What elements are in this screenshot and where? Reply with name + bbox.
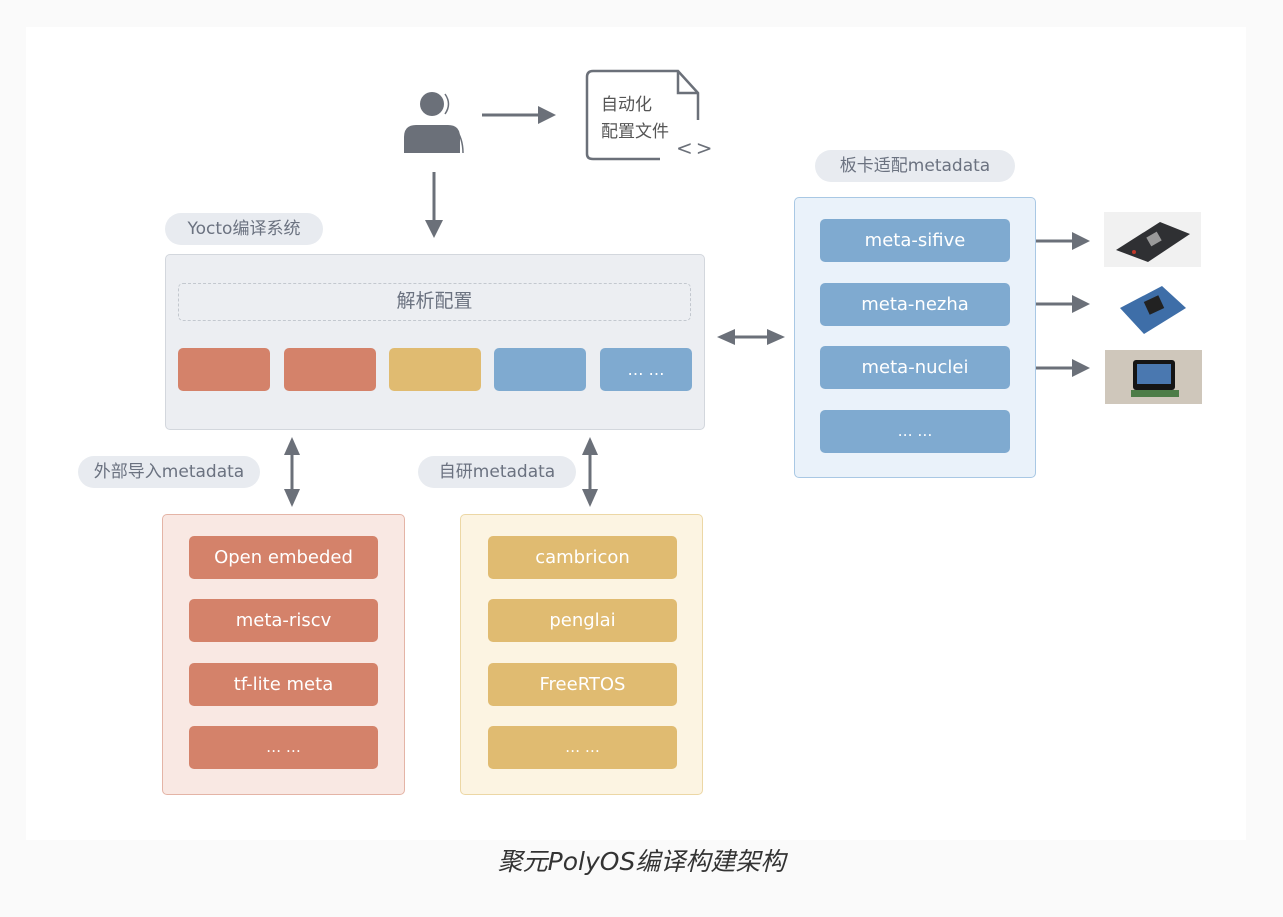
external-item-more: … …	[189, 726, 378, 769]
yocto-layer-tile	[178, 348, 270, 391]
yocto-layer-tile	[389, 348, 481, 391]
self-item: cambricon	[488, 536, 677, 579]
self-metadata-label: 自研metadata	[418, 456, 576, 488]
arrow-yocto-self-bidirectional	[582, 437, 598, 507]
self-item: penglai	[488, 599, 677, 642]
yocto-label: Yocto编译系统	[165, 213, 323, 245]
self-item-more: … …	[488, 726, 677, 769]
arrow-yocto-boards-bidirectional	[717, 329, 785, 345]
config-file-label-line2: 配置文件	[601, 122, 669, 142]
parse-config-box: 解析配置	[178, 283, 691, 321]
board-metadata-label: 板卡适配metadata	[815, 150, 1015, 182]
config-file-icon	[585, 69, 700, 161]
sifive-board-photo	[1104, 212, 1201, 267]
diagram-caption: 聚元PolyOS编译构建架构	[497, 847, 786, 876]
board-item: meta-nuclei	[820, 346, 1010, 389]
external-item: meta-riscv	[189, 599, 378, 642]
yocto-layer-tile	[494, 348, 586, 391]
code-brackets-icon: <>	[676, 136, 716, 160]
arrowhead-icon	[538, 106, 556, 124]
arrow-yocto-external-bidirectional	[284, 437, 300, 507]
self-item: FreeRTOS	[488, 663, 677, 706]
board-item-more: … …	[820, 410, 1010, 453]
nuclei-board-photo	[1105, 350, 1202, 404]
yocto-box	[165, 254, 705, 430]
nezha-board-photo	[1114, 278, 1192, 341]
user-icon	[404, 92, 464, 154]
external-metadata-label: 外部导入metadata	[78, 456, 260, 488]
board-item: meta-sifive	[820, 219, 1010, 262]
config-file-label-line1: 自动化	[601, 95, 652, 115]
yocto-layer-tile-more: … …	[600, 348, 692, 391]
board-item: meta-nezha	[820, 283, 1010, 326]
yocto-layer-tile	[284, 348, 376, 391]
external-item: tf-lite meta	[189, 663, 378, 706]
external-item: Open embeded	[189, 536, 378, 579]
